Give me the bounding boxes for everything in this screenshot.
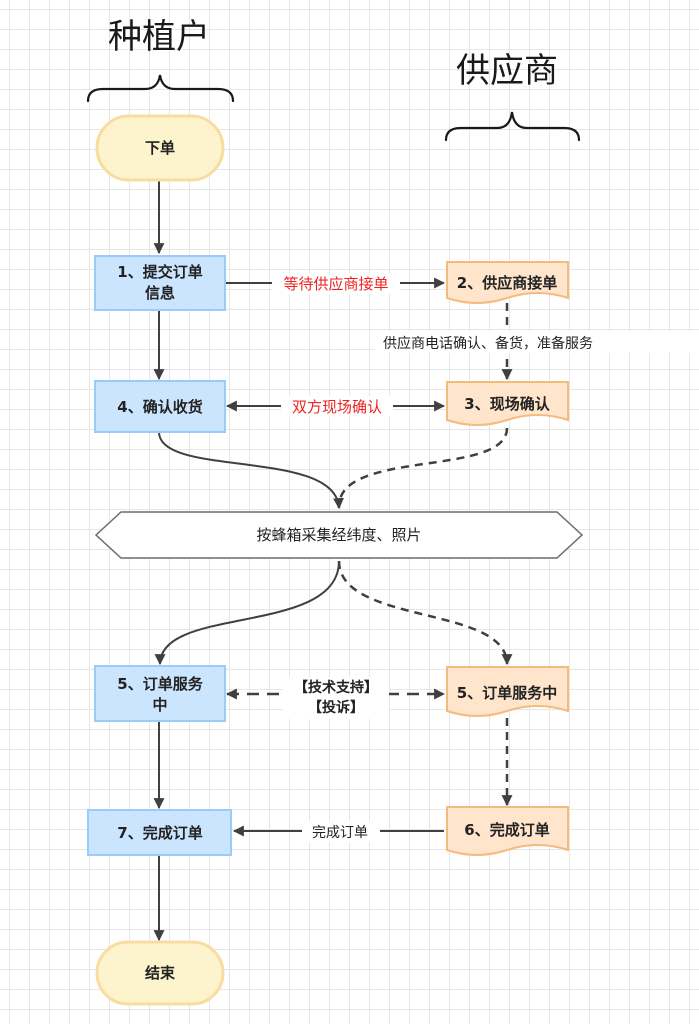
edge-label-wait-accept: 等待供应商接单: [283, 275, 388, 293]
edge-onsite-to-collect: [337, 427, 509, 509]
node-supplier-complete[interactable]: 6、完成订单: [446, 806, 569, 856]
node-supplier-order-service[interactable]: 5、订单服务中: [446, 666, 569, 717]
edge-collect-to-farmer-service: [154, 560, 340, 666]
node-farmer-complete-label: 7、完成订单: [117, 824, 202, 842]
node-submit-label-line1: 1、提交订单: [117, 263, 202, 281]
edge-label-bg-service: [283, 677, 389, 719]
node-start-label: 下单: [145, 139, 175, 157]
node-farmer-order-service[interactable]: 5、订单服务 中: [94, 665, 226, 722]
node-supplier-accept[interactable]: 2、供应商接单: [446, 261, 569, 304]
node-submit-order[interactable]: 1、提交订单 信息: [94, 255, 226, 311]
edge-receipt-to-collect: [158, 431, 344, 510]
node-onsite-confirm[interactable]: 3、现场确认: [446, 381, 569, 426]
edge-label-complaint: 【投诉】: [308, 699, 364, 716]
edge-collect-to-supplier-service: [337, 560, 513, 666]
node-receipt-label: 4、确认收货: [117, 398, 202, 416]
node-farmer-complete[interactable]: 7、完成订单: [87, 809, 232, 856]
node-supplier-complete-label: 6、完成订单: [464, 821, 549, 839]
farmer-brace: [86, 74, 235, 103]
node-farmer-service-line1: 5、订单服务: [117, 675, 203, 693]
lane-title-farmer: 种植户: [108, 17, 210, 57]
edge-label-tech-support: 【技术支持】: [294, 679, 378, 696]
node-start[interactable]: 下单: [95, 114, 225, 182]
edge-label-bg-complete: [302, 821, 380, 842]
node-collect-label: 按蜂箱采集经纬度、照片: [256, 526, 421, 544]
edge-label-bg-both: [281, 396, 393, 417]
lane-title-supplier: 供应商: [456, 51, 558, 91]
edge-label-complete: 完成订单: [312, 825, 368, 841]
edge-label-bg-wait: [272, 273, 400, 294]
edge-label-bg-phone: [375, 331, 699, 353]
node-end-label: 结束: [145, 964, 176, 982]
node-accept-label: 2、供应商接单: [457, 274, 557, 292]
node-end[interactable]: 结束: [95, 940, 225, 1006]
edge-label-both-confirm: 双方现场确认: [292, 398, 382, 416]
node-farmer-service-line2: 中: [152, 696, 167, 714]
node-onsite-label: 3、现场确认: [464, 395, 550, 413]
node-submit-label-line2: 信息: [145, 284, 175, 302]
node-collect-gps-photos[interactable]: 按蜂箱采集经纬度、照片: [94, 511, 584, 559]
node-supplier-service-label: 5、订单服务中: [457, 684, 557, 702]
node-confirm-receipt[interactable]: 4、确认收货: [94, 380, 226, 433]
supplier-brace: [444, 111, 581, 142]
edge-label-phone-confirm: 供应商电话确认、备货，准备服务: [383, 335, 593, 352]
